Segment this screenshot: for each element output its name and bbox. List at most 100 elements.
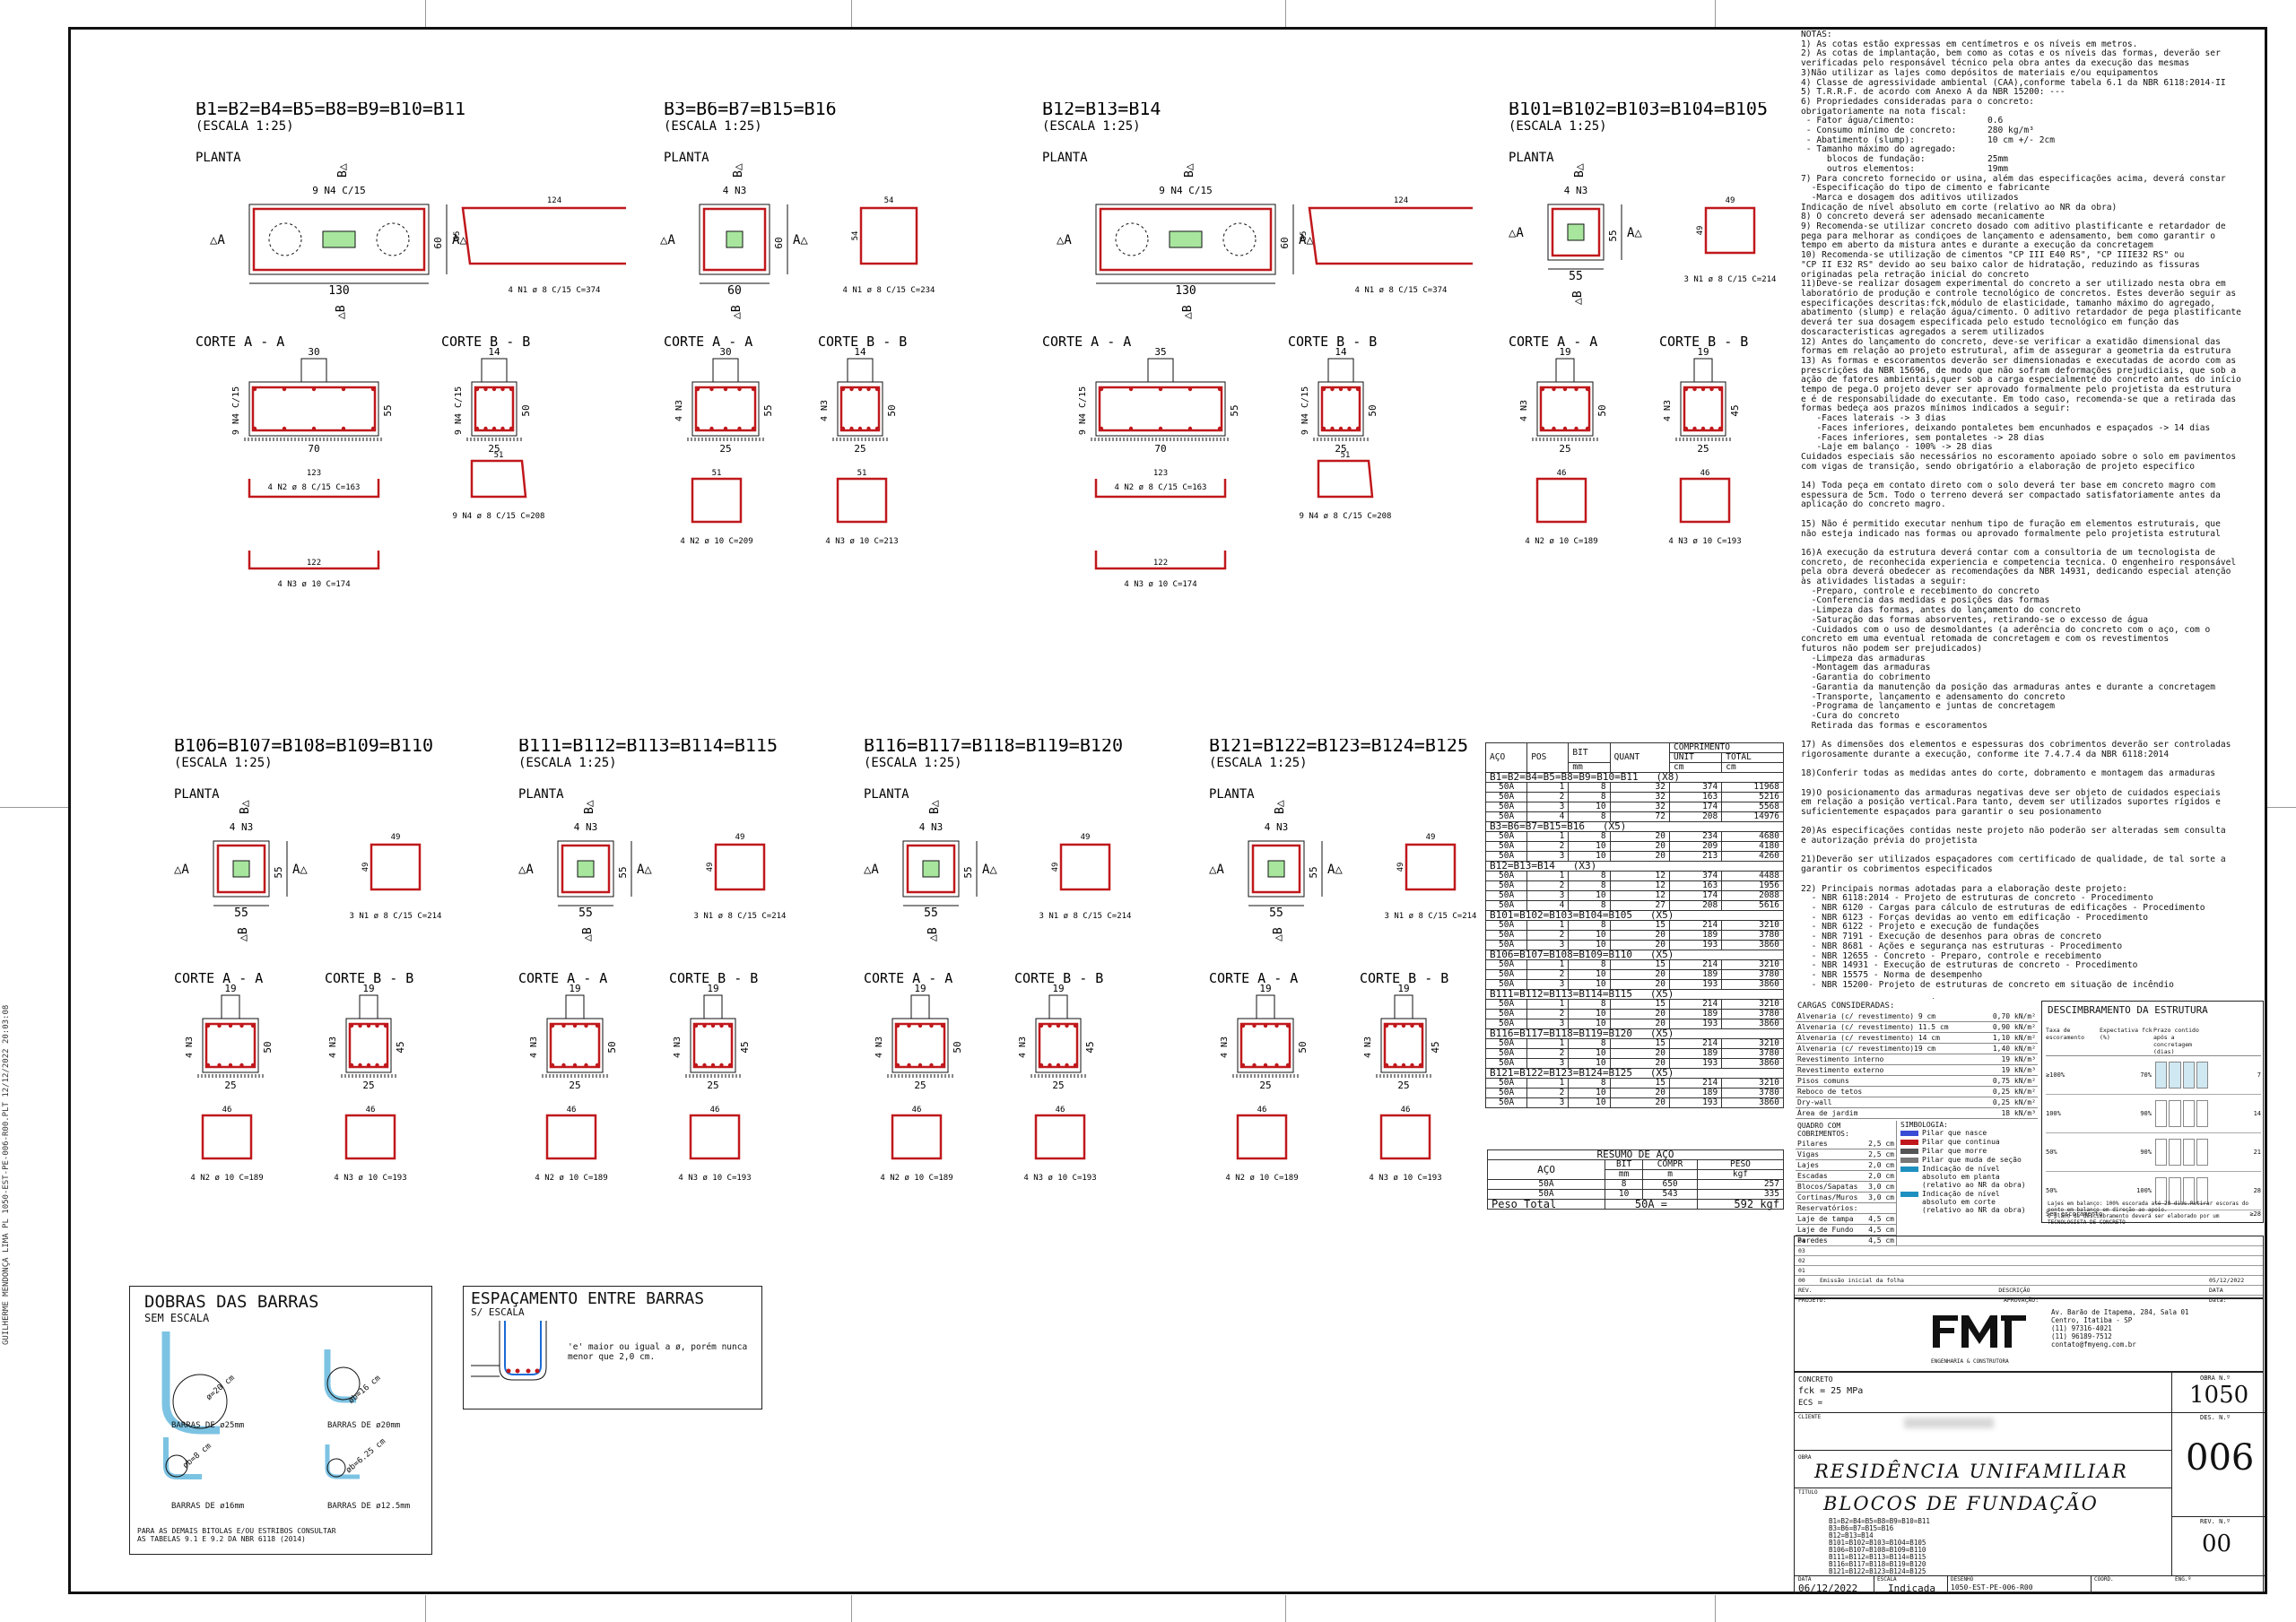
cut-dim-bottom: 25 <box>854 443 865 455</box>
decim-box: DESCIMBRAMENTO DA ESTRUTURA Taxa de esco… <box>2041 1001 2264 1226</box>
bar-a-note: 4 N1 ø 8 C/15 C=374 <box>1355 286 1448 295</box>
cut-dim-top: 30 <box>719 346 731 358</box>
cut-rebar <box>692 1022 734 1069</box>
column-section <box>726 230 744 248</box>
plan-dim-bottom: 55 <box>1569 270 1583 283</box>
symbol-row: Pilar que continua <box>1900 1138 2038 1146</box>
client-label: CLIENTE <box>1798 1414 1822 1420</box>
bar-shape-n2 <box>248 479 380 499</box>
cut-dim-side: 55 <box>382 404 394 416</box>
cut-dim-side: 45 <box>739 1041 751 1053</box>
plan-label: PLANTA <box>1509 151 1554 165</box>
drawing-frame <box>68 27 2267 1594</box>
bar-a-note: 3 N1 ø 8 C/15 C=214 <box>350 912 442 921</box>
drawing-number: 006 <box>2186 1437 2255 1479</box>
symbol-row: Indicação de nível absoluto em corte (re… <box>1900 1190 2038 1214</box>
section-a-marker-right: A△ <box>982 863 997 877</box>
bar-shape-n1 <box>859 206 918 265</box>
bar-a-length: 49 <box>735 833 745 842</box>
bar-a-note: 3 N1 ø 8 C/15 C=214 <box>694 912 787 921</box>
bar-a-note: 3 N1 ø 8 C/15 C=214 <box>1684 275 1777 284</box>
drawing-label: DESENHO <box>1951 1576 1974 1583</box>
plan-dim-bottom: 60 <box>727 284 742 298</box>
bar-b-length: 51 <box>712 469 722 478</box>
section-b-marker-top: B△ <box>1274 800 1287 814</box>
footing-title: B121=B122=B123=B124=B125 <box>1209 739 1468 756</box>
rev-label: REV. N.º <box>2200 1518 2231 1525</box>
column-section <box>1567 223 1585 241</box>
plan-dim-side: 60 <box>1279 237 1291 248</box>
drawing-title: BLOCOS DE FUNDAÇÃO <box>1823 1493 2099 1514</box>
cut-dim-side: 50 <box>1596 404 1608 416</box>
plan-dim-side: 55 <box>1607 230 1619 241</box>
cut-a-title: CORTE A - A <box>174 970 263 986</box>
cut-rebar <box>1539 386 1591 432</box>
rebar-outline <box>252 207 426 272</box>
cut-dim-bottom: 25 <box>1559 443 1570 455</box>
cut-a-title: CORTE A - A <box>518 970 607 986</box>
footing-block: B1=B2=B4=B5=B8=B9=B10=B11(ESCALA 1:25)PL… <box>124 98 648 680</box>
cut-rebar <box>694 386 757 432</box>
bar-c-length: 51 <box>494 451 504 460</box>
bar-shape-n3 <box>689 1114 741 1160</box>
cut-rebar <box>1383 1022 1424 1069</box>
decim-note: Lajes em balanço: 100% escorada até 28 d… <box>2048 1201 2248 1226</box>
column-section <box>1169 230 1203 248</box>
steel-group-row: B1=B2=B4=B5=B8=B9=B10=B11 (X8) <box>1485 772 1784 783</box>
bar-a-note: 3 N1 ø 8 C/15 C=214 <box>1385 912 1477 921</box>
ecs-value: ECS = <box>1798 1399 1823 1408</box>
section-a-marker-left: △A <box>864 863 879 877</box>
plan-dim-side: 55 <box>617 866 629 878</box>
cut-rebar <box>1683 386 1724 432</box>
titulo-label: TITULO <box>1798 1489 1818 1496</box>
symbol-swatch-icon <box>1900 1131 1918 1136</box>
plan-dim-top: 4 N3 <box>919 821 944 833</box>
revision-row: 04 <box>1795 1236 2263 1246</box>
section-a-marker-left: △A <box>1057 233 1072 247</box>
cut-dim-side: 50 <box>606 1041 618 1053</box>
bends-subtitle: SEM ESCALA <box>144 1312 210 1324</box>
column-stub <box>565 994 585 1019</box>
symbol-swatch-icon <box>1900 1140 1918 1145</box>
bar-a-side: 49 <box>1051 863 1060 872</box>
revision-row: 02 <box>1795 1256 2263 1266</box>
cut-rebar <box>251 386 377 432</box>
bar-c-note: 4 N3 ø 10 C=193 <box>1668 537 1741 546</box>
section-a-marker-left: △A <box>210 233 225 247</box>
cut-dim-top: 14 <box>1335 346 1347 358</box>
bar-b-length: 46 <box>567 1106 577 1115</box>
steel-group-row: B3=B6=B7=B15=B16 (X5) <box>1485 821 1784 832</box>
bar-c-note: 4 N3 ø 10 C=213 <box>825 537 898 546</box>
cut-a-title: CORTE A - A <box>1209 970 1298 986</box>
plan-dim-bottom: 55 <box>1269 906 1283 920</box>
plan-dim-top: 4 N3 <box>574 821 598 833</box>
company-block: ENGENHARIA & CONSTRUTORA Av. Barão de It… <box>1794 1298 2264 1372</box>
bar-b-note: 4 N2 ø 10 C=189 <box>190 1174 263 1183</box>
bar-d-length: 122 <box>1153 559 1168 568</box>
cut-a-title: CORTE A - A <box>864 970 952 986</box>
footing-outline <box>557 840 614 898</box>
rebar-outline <box>1551 207 1601 257</box>
steel-group-row: B106=B107=B108=B109=B110 (X5) <box>1485 950 1784 960</box>
revision-row: 03 <box>1795 1246 2263 1256</box>
obra-n-label: OBRA N.º <box>2200 1375 2231 1382</box>
bends-box: DOBRAS DAS BARRAS SEM ESCALA ø=20 cm øb=… <box>129 1286 432 1555</box>
eng-label: ENG.º <box>2175 1576 2192 1583</box>
bar-c-length: 46 <box>710 1106 720 1115</box>
steel-group-row: B111=B112=B113=B114=B115 (X5) <box>1485 989 1784 1000</box>
general-notes: NOTAS: 1) As cotas estão expressas em ce… <box>1801 30 2241 990</box>
bar-b-note: 4 N2 ø 10 C=209 <box>680 537 752 546</box>
cut-dim-bottom: 25 <box>914 1080 926 1091</box>
